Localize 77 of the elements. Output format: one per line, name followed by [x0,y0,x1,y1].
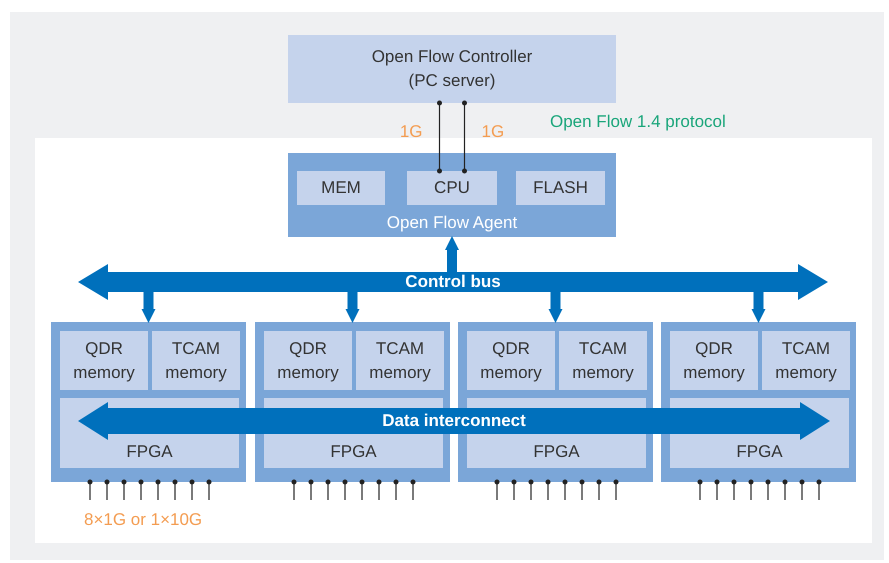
port-line [156,480,160,500]
box-label: FPGA [330,442,377,462]
box-label: QDR memory [682,338,746,384]
link-line [437,100,442,174]
port-line [172,480,178,500]
port-line [782,480,788,500]
port-line [546,480,550,500]
protocol-label: Open Flow 1.4 protocol [550,112,726,132]
port-line [376,480,382,500]
port-line [394,480,398,500]
port-line [732,480,736,500]
bus-double-arrow [78,264,828,300]
port-line [190,480,194,500]
component-box [516,171,605,205]
memory-box [152,331,240,390]
bus-arrow [346,292,360,323]
edge-label: 1G [400,122,422,142]
box-label: FLASH [533,177,588,199]
port-line [88,480,92,500]
box-label: QDR memory [72,338,136,384]
link-line [462,100,467,174]
memory-box [670,331,758,390]
port-line [326,480,330,500]
port-line [816,480,822,500]
box-label: Open Flow Controller (PC server) [370,46,534,92]
port-line [596,480,602,500]
memory-box [264,331,352,390]
component-box [297,171,385,205]
port-line [714,480,720,500]
port-label: 8×1G or 1×10G [84,510,202,530]
bus-arrow [752,292,766,323]
box-label: FPGA [736,442,783,462]
port-line [512,480,516,500]
port-line [342,480,348,500]
controller-box [288,35,616,103]
memory-box [467,331,555,390]
port-line [766,480,770,500]
memory-box [356,331,444,390]
memory-box [559,331,647,390]
port-line [410,480,416,500]
box-label: FPGA [126,442,173,462]
bus-label: Data interconnect [382,411,526,431]
port-line [800,480,804,500]
port-line [308,480,314,500]
box-label: QDR memory [479,338,543,384]
port-line [122,480,126,500]
port-line [528,480,534,500]
agent-label: Open Flow Agent [386,213,518,233]
port-line [698,480,702,500]
box-label: QDR memory [276,338,340,384]
port-line [292,480,296,500]
port-line [580,480,584,500]
box-label: TCAM memory [571,338,635,384]
box-label: FPGA [533,442,580,462]
port-line [206,480,212,500]
port-line [562,480,568,500]
agent-box [288,153,616,237]
box-label: CPU [434,177,470,199]
edge-label: 1G [482,122,504,142]
port-line [138,480,144,500]
bus-label: Control bus [405,272,501,292]
interconnect-double-arrow [78,402,830,440]
bus-arrow [142,292,156,323]
memory-box [60,331,148,390]
port-line [104,480,110,500]
box-label: MEM [321,177,361,199]
box-label: TCAM memory [774,338,838,384]
box-label: TCAM memory [368,338,432,384]
bus-arrow [445,236,459,272]
bus-arrow [548,292,562,323]
port-line [748,480,754,500]
port-line [494,480,500,500]
box-label: TCAM memory [164,338,228,384]
memory-box [762,331,850,390]
port-line [360,480,364,500]
port-line [614,480,618,500]
component-box [407,171,497,205]
